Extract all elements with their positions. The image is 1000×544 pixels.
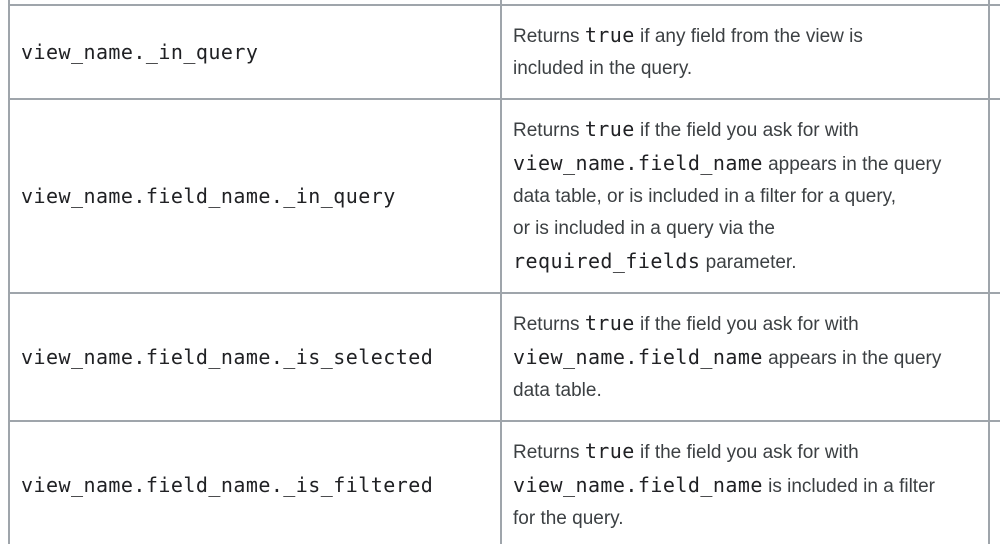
function-name-code: view_name.field_name._in_query (21, 184, 396, 208)
inline-code: view_name.field_name (513, 345, 763, 369)
table-body: view_name._in_query Returns true if any … (8, 0, 1000, 544)
function-name-code: view_name._in_query (21, 40, 259, 64)
description-text: Returns true if the field you ask for wi… (513, 311, 942, 401)
function-name-cell: view_name._in_query (8, 4, 502, 100)
next-column-cell (988, 98, 1000, 294)
description-text: Returns true if any field from the view … (513, 23, 863, 79)
inline-code: view_name.field_name (513, 473, 763, 497)
function-name-code: view_name.field_name._is_filtered (21, 473, 434, 497)
table-row: view_name.field_name._is_filtered Return… (8, 420, 1000, 544)
description-cell: Returns true if the field you ask for wi… (500, 292, 990, 422)
function-name-cell (8, 0, 502, 6)
function-name-code: view_name.field_name._is_selected (21, 345, 434, 369)
inline-code: true (584, 117, 635, 141)
next-column-cell (988, 292, 1000, 422)
next-column-cell (988, 420, 1000, 544)
description-cell: Returns true if the field you ask for wi… (500, 420, 990, 544)
inline-code: required_fields (513, 249, 701, 273)
description-cell: Returns true if any field from the view … (500, 4, 990, 100)
lookml-field-variables-table: view_name._in_query Returns true if any … (8, 0, 1000, 544)
inline-code: true (584, 439, 635, 463)
table-row-partial (8, 0, 1000, 6)
inline-code: true (584, 311, 635, 335)
function-name-cell: view_name.field_name._is_filtered (8, 420, 502, 544)
description-text: Returns true if the field you ask for wi… (513, 439, 935, 529)
description-cell: Returns true if the field you ask for wi… (500, 98, 990, 294)
function-name-cell: view_name.field_name._in_query (8, 98, 502, 294)
inline-code: true (584, 23, 635, 47)
inline-code: view_name.field_name (513, 151, 763, 175)
description-cell (500, 0, 990, 6)
table-row: view_name._in_query Returns true if any … (8, 4, 1000, 100)
table-row: view_name.field_name._in_query Returns t… (8, 98, 1000, 294)
description-text: Returns true if the field you ask for wi… (513, 117, 942, 273)
table-row: view_name.field_name._is_selected Return… (8, 292, 1000, 422)
next-column-cell (988, 4, 1000, 100)
function-name-cell: view_name.field_name._is_selected (8, 292, 502, 422)
next-column-cell (988, 0, 1000, 6)
